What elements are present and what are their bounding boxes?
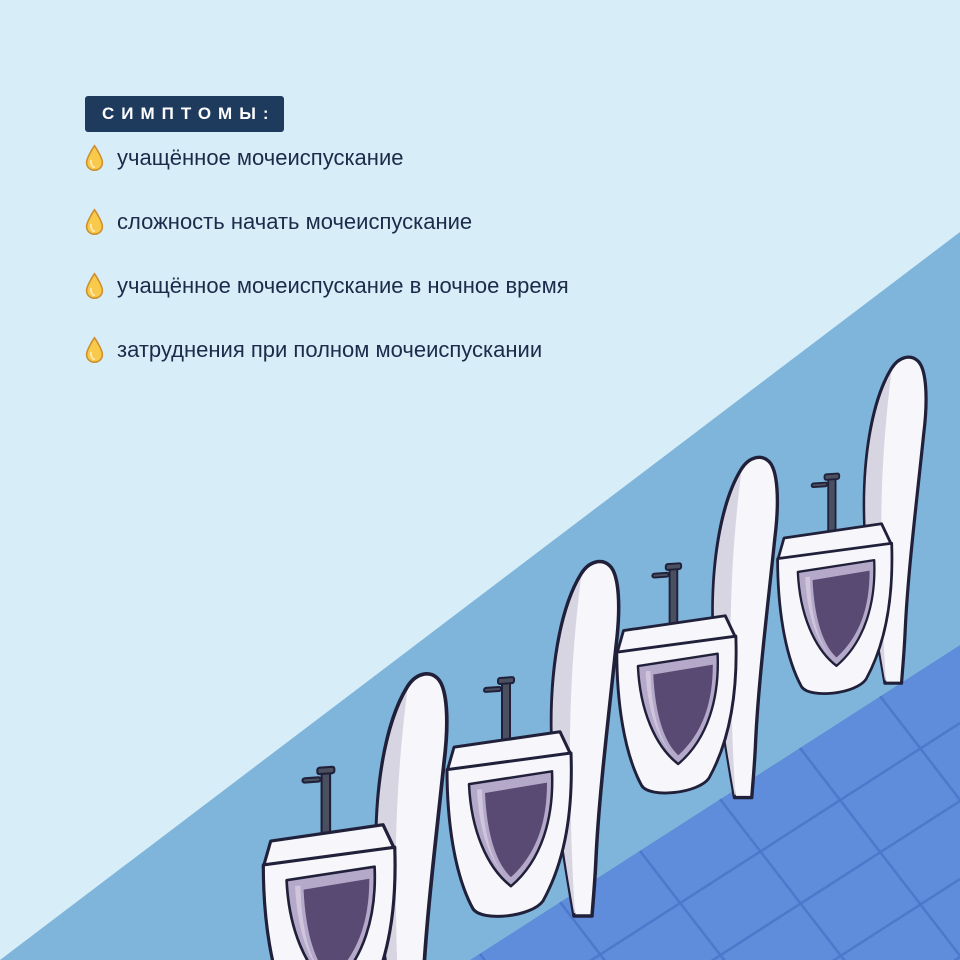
water-drop-icon [85,336,104,364]
tile-grid [470,695,960,960]
water-drop-highlight [90,223,95,233]
water-drop-icon [85,208,104,236]
water-drop-highlight [90,351,95,361]
symptom-label-3: учащённое мочеиспускание в ночное время [117,273,569,298]
symptom-label-2: сложность начать мочеиспускание [117,209,473,234]
wall [0,232,960,960]
symptom-item-2: сложность начать мочеиспускание [84,208,569,236]
symptom-item-3: учащённое мочеиспускание в ночное время [84,272,569,300]
water-drop-highlight [90,159,95,169]
water-drop-icon [85,272,104,300]
water-drop-highlight [90,287,95,297]
symptom-label-4: затруднения при полном мочеиспускании [117,337,543,362]
symptoms-badge: СИМПТОМЫ: [85,96,284,132]
water-drop-icon [85,144,104,172]
symptoms-list: учащённое мочеиспускание сложность начат… [84,144,569,364]
symptom-label-1: учащённое мочеиспускание [117,145,404,170]
symptom-item-4: затруднения при полном мочеиспускании [84,336,569,364]
symptom-item-1: учащённое мочеиспускание [84,144,569,172]
symptoms-badge-label: СИМПТОМЫ: [102,104,276,123]
